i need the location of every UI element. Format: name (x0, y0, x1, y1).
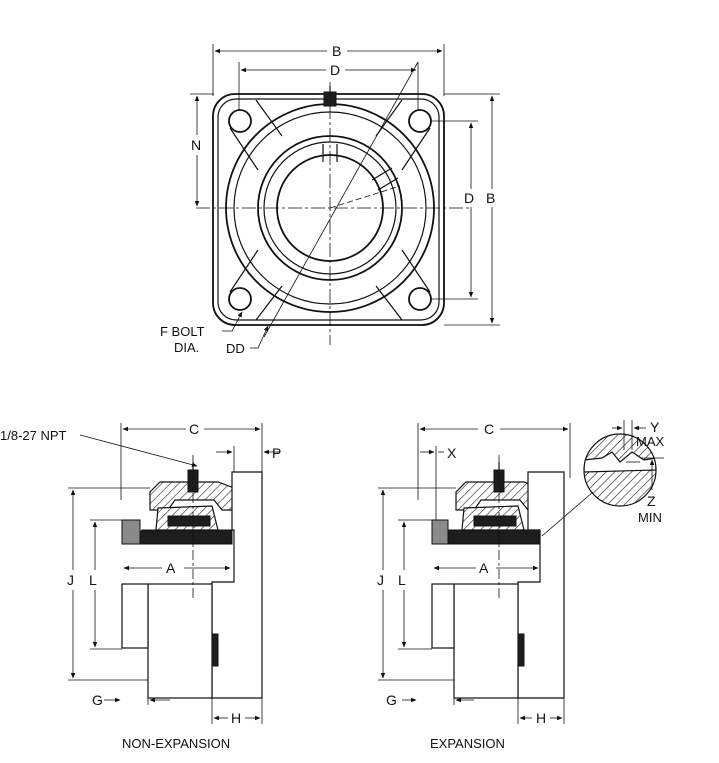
top-view: B D (160, 43, 500, 356)
dimension-d-height: D (430, 120, 478, 300)
ex-dim-x-label: X (447, 445, 457, 461)
centerlines (196, 82, 470, 345)
f-bolt-label-line2: DIA. (174, 340, 199, 355)
dd-label: DD (226, 341, 245, 356)
dimension-b-width: B (212, 43, 445, 96)
dim-b-height-label: B (486, 190, 495, 206)
ne-dim-c-label: C (189, 421, 199, 437)
dim-n-label: N (191, 137, 201, 153)
dimension-b-height: B (444, 93, 500, 326)
bolt-hole-top-left (228, 109, 252, 133)
dim-d-height-label: D (464, 190, 474, 206)
ex-dim-l-label: L (398, 572, 406, 588)
bolt-hole-bottom-left (228, 287, 252, 311)
ne-caption: NON-EXPANSION (122, 736, 230, 751)
ne-dim-j-label: J (67, 572, 74, 588)
ne-dim-p-label: P (272, 445, 281, 461)
dd-diameter-line (263, 61, 419, 338)
y-max-label: Y (650, 419, 660, 435)
dim-b-width-label: B (332, 43, 341, 59)
bolt-hole-bottom-right (408, 287, 432, 311)
z-min-sub: MIN (638, 510, 662, 525)
ex-dim-h-label: H (536, 710, 546, 726)
ex-dim-c-label: C (484, 421, 494, 437)
ne-dim-l-label: L (89, 572, 97, 588)
flange-unit-front-view (212, 86, 445, 326)
ne-dim-g-label: G (92, 692, 103, 708)
non-expansion-view: 1/8-27 NPT C P J (0, 421, 281, 751)
npt-label: 1/8-27 NPT (0, 428, 67, 443)
f-bolt-label-line1: F BOLT (160, 324, 205, 339)
dimension-n: N (190, 93, 214, 207)
ex-dim-j-label: J (377, 572, 384, 588)
expansion-view: C X J L A (377, 419, 665, 751)
f-bolt-callout: F BOLT DIA. (160, 311, 243, 355)
y-max-sub: MAX (636, 434, 665, 449)
ex-caption: EXPANSION (430, 736, 505, 751)
ne-dim-h-label: H (231, 710, 241, 726)
dimension-d-width: D (238, 62, 419, 110)
ne-dim-a-label: A (166, 560, 176, 576)
expansion-gap-detail: Y MAX Z MIN (541, 419, 665, 537)
ex-dim-g-label: G (386, 692, 397, 708)
dim-d-width-label: D (330, 62, 340, 78)
ex-dim-a-label: A (479, 560, 489, 576)
bolt-hole-top-right (408, 109, 432, 133)
z-min-label: Z (647, 493, 656, 509)
dd-callout: DD (226, 325, 269, 356)
